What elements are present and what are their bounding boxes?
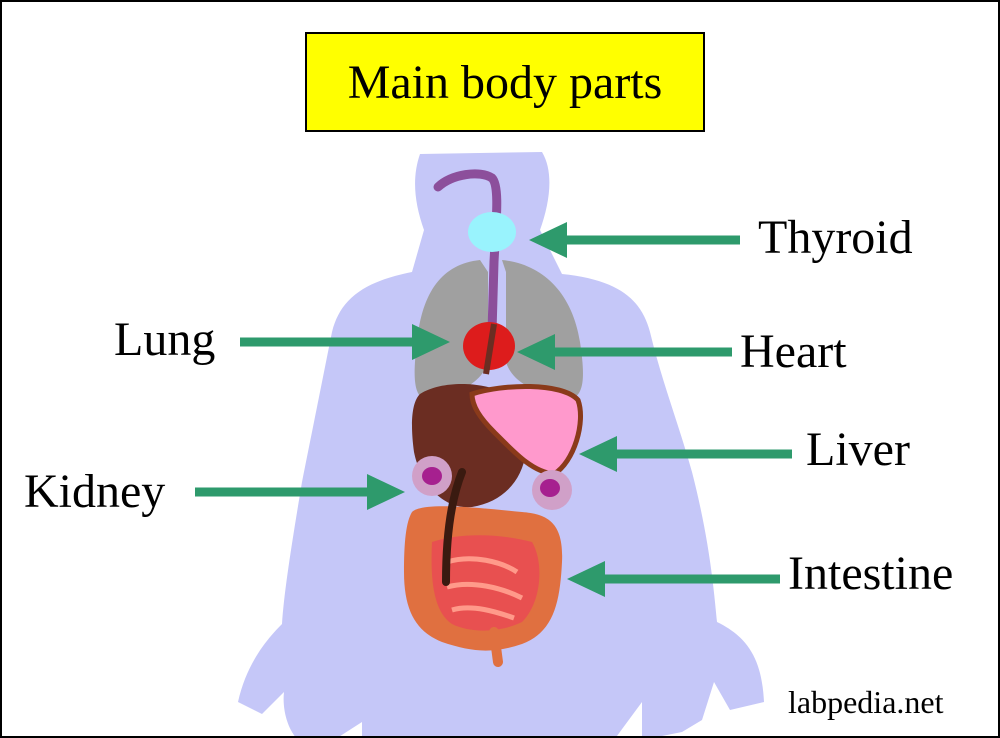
- intestine-coils: [446, 556, 524, 621]
- arrow-intestine-head: [567, 561, 605, 597]
- label-heart: Heart: [740, 325, 847, 378]
- heart-vessel: [483, 323, 497, 375]
- thyroid-gland: [468, 212, 516, 252]
- arrow-lung-head: [412, 324, 450, 360]
- label-liver: Liver: [806, 423, 910, 476]
- right-kidney-inner: [540, 479, 560, 497]
- right-lung: [502, 260, 583, 400]
- arrows: [195, 222, 792, 597]
- liver-organ: [469, 383, 583, 477]
- colon-tract: [442, 468, 466, 586]
- arrow-thyroid-head: [529, 222, 567, 258]
- label-kidney: Kidney: [24, 465, 166, 518]
- source-credit: labpedia.net: [788, 684, 944, 720]
- title-box: Main body parts: [305, 32, 705, 132]
- arrow-kidney-head: [367, 474, 405, 510]
- rectum: [489, 627, 503, 667]
- left-lung: [414, 260, 488, 401]
- arrow-heart-head: [517, 334, 555, 370]
- diagram-title: Main body parts: [347, 55, 663, 109]
- label-lung: Lung: [114, 313, 216, 366]
- label-intestine: Intestine: [788, 547, 954, 600]
- left-kidney-inner: [422, 467, 442, 485]
- arrow-liver-head: [579, 436, 617, 472]
- label-thyroid: Thyroid: [758, 211, 913, 264]
